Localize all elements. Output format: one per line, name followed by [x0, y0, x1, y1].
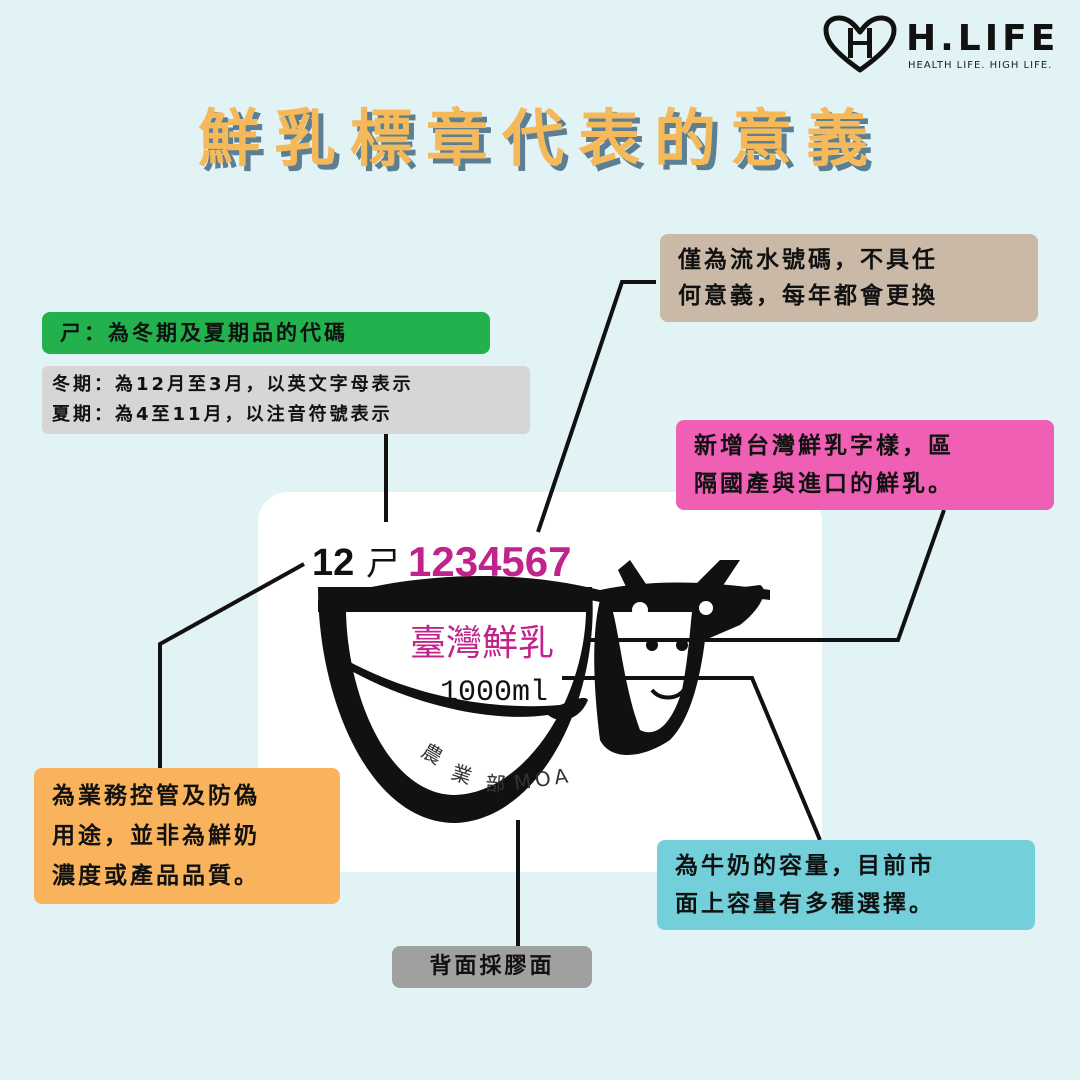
cow-head-icon: [594, 560, 764, 755]
label-rim: [318, 576, 770, 612]
brand-name: H.LIFE: [906, 18, 1060, 59]
annotation-serial: 僅為流水號碼，不具任 何意義，每年都會更換: [660, 234, 1038, 322]
connector-serial: [536, 280, 656, 533]
annotation-new-text-line-1: 新增台灣鮮乳字樣，區: [694, 433, 954, 459]
label-volume: 1000ml: [440, 676, 548, 710]
annotation-control: 為業務控管及防偽 用途，並非為鮮奶 濃度或產品品質。: [34, 768, 340, 904]
annotation-period-code-desc: 冬期：為12月至3月，以英文字母表示 夏期：為4至11月，以注音符號表示: [42, 366, 530, 434]
annotation-capacity-line-2: 面上容量有多種選擇。: [675, 891, 935, 917]
annotation-period-code-title: ㄕ：為冬期及夏期品的代碼: [42, 312, 490, 354]
annotation-control-line-2: 用途，並非為鮮奶: [52, 823, 260, 849]
annotation-serial-line-2: 何意義，每年都會更換: [678, 283, 938, 309]
connector-month: [158, 562, 305, 768]
label-product-name: 臺灣鮮乳: [410, 623, 554, 664]
label-period-symbol: ㄕ: [366, 544, 400, 584]
annotation-winter-text: 冬期：為12月至3月，以英文字母表示: [52, 374, 414, 395]
label-serial: 1234567: [408, 538, 572, 585]
annotation-capacity-line-1: 為牛奶的容量，目前市: [675, 853, 935, 879]
label-month: 12: [312, 542, 354, 584]
annotation-serial-line-1: 僅為流水號碼，不具任: [678, 247, 938, 273]
annotation-new-text: 新增台灣鮮乳字樣，區 隔國產與進口的鮮乳。: [676, 420, 1054, 510]
page-title: 鮮乳標章代表的意義: [197, 102, 882, 175]
annotation-control-line-1: 為業務控管及防偽: [52, 783, 260, 809]
annotation-summer-text: 夏期：為4至11月，以注音符號表示: [52, 404, 393, 425]
brand-tagline: HEALTH LIFE. HIGH LIFE.: [908, 60, 1053, 71]
connector-new-text: [588, 509, 946, 642]
annotation-control-line-3: 濃度或產品品質。: [52, 863, 260, 889]
annotation-capacity: 為牛奶的容量，目前市 面上容量有多種選擇。: [657, 840, 1035, 930]
cow-tail-icon: [346, 660, 588, 720]
connector-capacity: [562, 676, 822, 841]
annotation-new-text-line-2: 隔國產與進口的鮮乳。: [694, 471, 954, 497]
annotation-back-adhesive: 背面採膠面: [392, 946, 592, 988]
hlife-logo-icon: [823, 15, 897, 73]
label-agency-char-3: 部: [485, 771, 507, 796]
